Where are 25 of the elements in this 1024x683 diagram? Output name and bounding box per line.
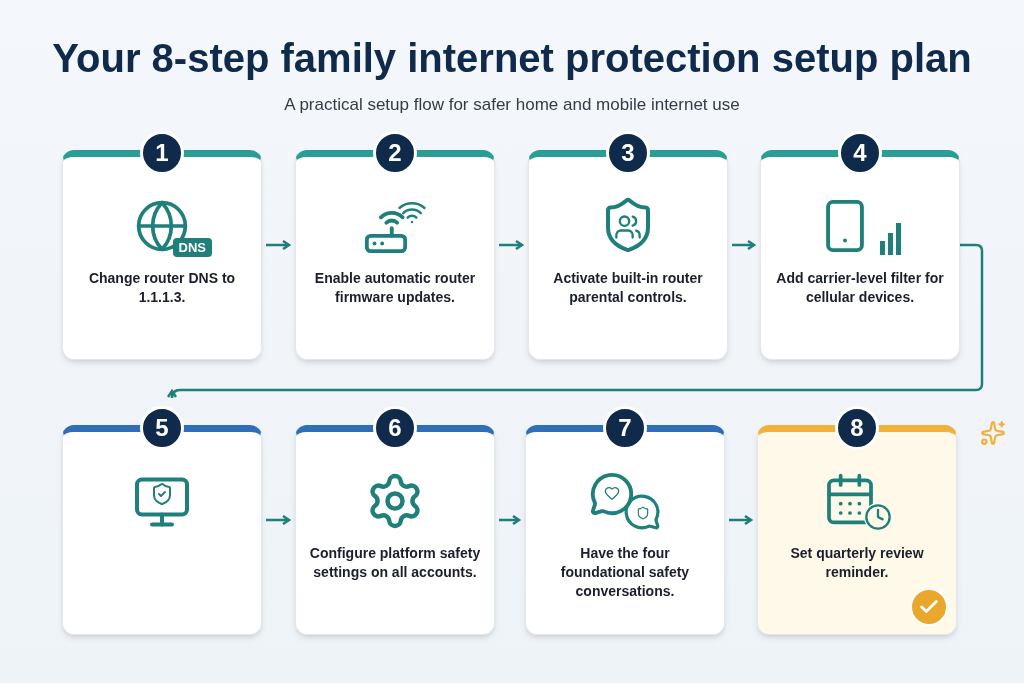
step-text: Set quarterly review reminder. xyxy=(789,544,925,582)
step-number: 2 xyxy=(373,131,417,175)
dns-tag: DNS xyxy=(172,237,212,257)
step-number: 6 xyxy=(373,406,417,450)
step-number: 5 xyxy=(140,406,184,450)
arrow xyxy=(499,239,524,251)
step-number: 1 xyxy=(140,131,184,175)
step-number: 7 xyxy=(603,406,647,450)
arrow xyxy=(266,239,291,251)
arrow xyxy=(266,514,291,526)
arrow xyxy=(729,514,753,526)
step-text: Enable automatic router firmware updates. xyxy=(313,269,477,307)
step-text: Configure platform safety settings on all accounts. xyxy=(308,544,482,582)
step-number: 4 xyxy=(838,131,882,175)
step-text: Change router DNS to 1.1.1.3. xyxy=(87,269,237,307)
step-number: 3 xyxy=(606,131,650,175)
step-text: Have the four foundational safety conversations. xyxy=(559,544,691,601)
step-text: Activate built-in router parental controls. xyxy=(552,269,704,307)
arrow xyxy=(166,243,984,400)
subtitle: A practical setup flow for safer home and mobile internet use xyxy=(283,94,741,116)
title: Your 8-step family internet protection setup plan xyxy=(51,35,973,82)
step-number: 8 xyxy=(835,406,879,450)
step-text: Add carrier-level filter for cellular devices. xyxy=(775,269,945,307)
arrow xyxy=(732,239,756,251)
arrow xyxy=(499,514,521,526)
